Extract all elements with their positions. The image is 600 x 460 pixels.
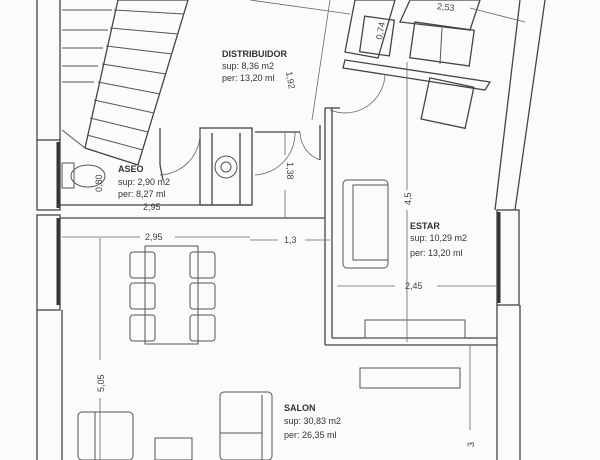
bathroom-walls: [60, 127, 325, 219]
svg-text:per: 13,20 ml: per: 13,20 ml: [410, 248, 463, 258]
left-wall: [36, 0, 63, 460]
svg-text:sup: 8,36 m2: sup: 8,36 m2: [222, 61, 274, 71]
svg-text:sup: 10,29 m2: sup: 10,29 m2: [410, 233, 467, 243]
svg-text:per: 26,35 ml: per: 26,35 ml: [284, 430, 337, 440]
dimension-lines: [62, 0, 526, 460]
svg-text:4,5: 4,5: [403, 192, 413, 205]
svg-text:2,45: 2,45: [405, 281, 423, 291]
svg-text:DISTRIBUIDOR: DISTRIBUIDOR: [222, 49, 288, 59]
svg-text:sup: 30,83 m2: sup: 30,83 m2: [284, 416, 341, 426]
svg-text:ASEO: ASEO: [118, 164, 144, 174]
estar-sofa: [342, 179, 389, 269]
svg-text:sup: 2,90 m2: sup: 2,90 m2: [118, 177, 170, 187]
tv-unit: [364, 319, 466, 339]
svg-text:2,95: 2,95: [143, 202, 161, 212]
svg-text:2,95: 2,95: [145, 232, 163, 242]
svg-text:3: 3: [466, 442, 476, 447]
right-wall: [494, 0, 546, 460]
doors: [159, 74, 386, 181]
salon-sofas: [77, 391, 273, 460]
toilet: [61, 162, 106, 189]
svg-text:1,38: 1,38: [285, 162, 295, 180]
svg-text:1,92: 1,92: [284, 71, 297, 90]
room-label-distribuidor: DISTRIBUIDOR sup: 8,36 m2 per: 13,20 ml: [222, 49, 288, 83]
room-label-estar: ESTAR sup: 10,29 m2 per: 13,20 ml: [410, 221, 467, 258]
svg-text:1,3: 1,3: [284, 235, 297, 245]
room-label-salon: SALON sup: 30,83 m2 per: 26,35 ml: [284, 403, 341, 440]
dining-table: [129, 245, 216, 345]
kitchen-block: [342, 0, 492, 130]
room-label-aseo: ASEO sup: 2,90 m2 per: 8,27 ml: [118, 164, 170, 199]
staircase: [61, 0, 189, 166]
svg-text:ESTAR: ESTAR: [410, 221, 440, 231]
svg-text:per: 13,20 ml: per: 13,20 ml: [222, 73, 275, 83]
svg-text:0,80: 0,80: [94, 174, 104, 192]
washbasin: [214, 155, 238, 179]
svg-text:2,53: 2,53: [437, 1, 455, 13]
svg-text:per: 8,27 ml: per: 8,27 ml: [118, 189, 166, 199]
dimension-labels: 2,53 0,74 1,92 0,80 1,38 2,95 2,95 1,3 4…: [94, 1, 476, 447]
svg-text:SALON: SALON: [284, 403, 316, 413]
svg-text:5,05: 5,05: [96, 374, 106, 392]
sideboard: [359, 367, 461, 389]
svg-text:0,74: 0,74: [374, 21, 387, 40]
